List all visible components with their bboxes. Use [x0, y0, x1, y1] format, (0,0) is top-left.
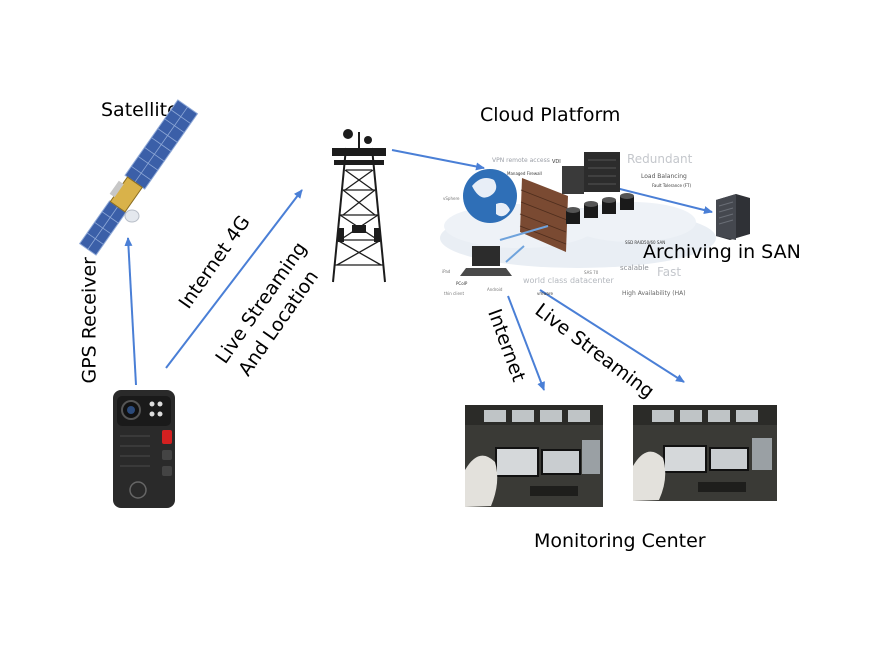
cloud-text-vsphere: vSphere	[443, 196, 460, 201]
satellite-label: Satellite	[101, 99, 179, 121]
cloud-text-pcoip: PCoIP	[456, 281, 468, 286]
arrow-camera-to-satellite	[124, 237, 137, 386]
cloud-text-ssd-raid: SSD RAID50/60 SAN	[625, 240, 666, 245]
cloud-text-redundant: Redundant	[627, 152, 693, 166]
cloud-text-vdi: VDI	[552, 159, 561, 165]
cloud-text-load-balancing: Load Balancing	[641, 173, 687, 180]
cloud-text-high-availability: High Availability (HA)	[622, 290, 686, 297]
arrow-cloud-to-san	[615, 187, 713, 214]
cloud-text-fault-tolerance: Fault Tolerance (FT)	[652, 183, 692, 188]
cloud-text-vmware: vmware	[537, 291, 554, 296]
cloud-text-scalable: scalable	[620, 264, 649, 272]
arrow-cloud-to-monitor-1	[507, 295, 545, 391]
cloud-text-ipad: iPad	[442, 269, 451, 274]
arrow-cloud-to-monitor-2	[539, 289, 685, 383]
cloud-text-sas70: SAS 70	[584, 270, 599, 275]
archiving-san-label: Archiving in SAN	[643, 241, 801, 263]
monitoring-photo-2	[633, 405, 777, 501]
cloud-text-vpn: VPN remote access	[492, 157, 550, 164]
arrow-tower-to-cloud	[391, 149, 485, 171]
cloud-text-android: Android	[487, 287, 503, 292]
cloud-text-thin-client: thin client	[444, 291, 465, 296]
monitoring-photo-1	[465, 405, 603, 507]
cloud-text-fast: Fast	[657, 265, 682, 279]
cloud-platform-label: Cloud Platform	[480, 104, 621, 126]
monitoring-center-label: Monitoring Center	[534, 530, 706, 552]
cloud-text-world-class: world class datacenter	[523, 276, 614, 285]
arrow-camera-to-tower	[165, 189, 303, 369]
cloud-text-managed-firewall: Managed Firewall	[507, 171, 542, 176]
